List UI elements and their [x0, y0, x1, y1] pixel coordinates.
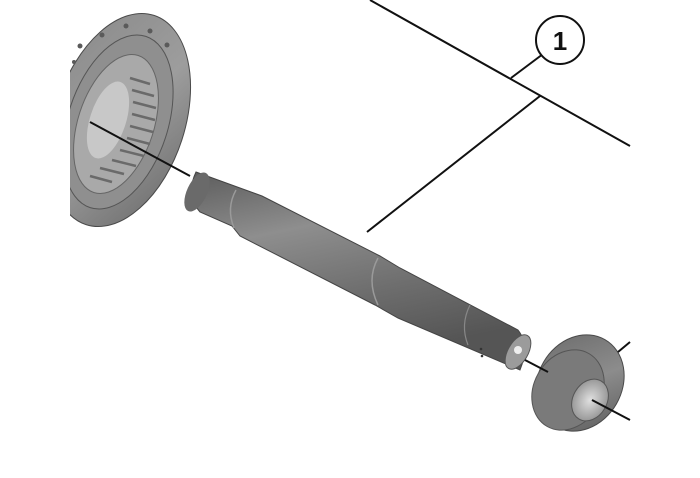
callout-label: 1 — [553, 26, 567, 56]
centerline-ring-out — [591, 399, 631, 421]
leader-ring-stub — [617, 341, 631, 353]
spacer-ring — [531, 334, 625, 432]
flange-holes — [72, 23, 170, 64]
hub-body — [70, 12, 192, 228]
centerline-hub-axle — [89, 121, 191, 177]
group-bracket-line — [369, 0, 631, 147]
axle — [184, 171, 532, 371]
callout-1[interactable]: 1 — [535, 15, 585, 65]
leader-to-axle — [366, 95, 541, 233]
callout-circle — [535, 15, 585, 65]
leader-lines — [89, 0, 631, 421]
leader-callout — [510, 53, 544, 79]
centerline-axle-ring — [524, 359, 549, 373]
spline-teeth — [89, 76, 157, 184]
